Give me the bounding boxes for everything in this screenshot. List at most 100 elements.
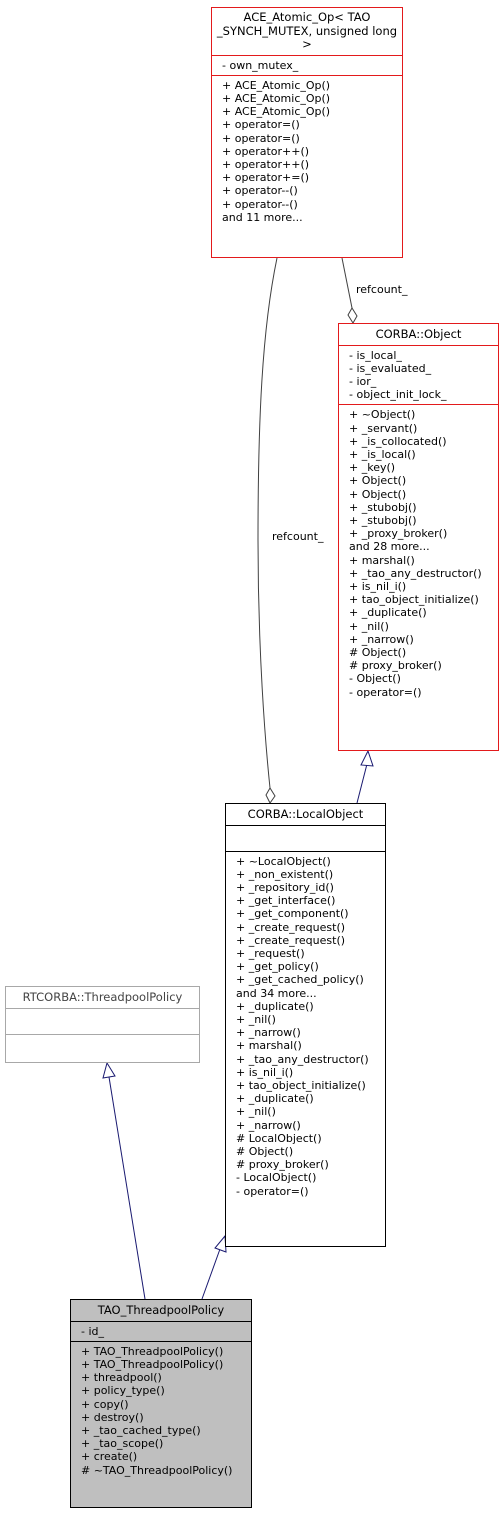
attributes-section [6,1007,199,1034]
member-item[interactable]: + operator--() [222,197,298,211]
member-item[interactable]: + _tao_any_destructor() [349,566,482,580]
member-item[interactable]: + Object() [349,487,407,501]
member-item[interactable]: + _nil() [236,1105,276,1119]
member-item[interactable]: - LocalObject() [236,1171,317,1185]
member-item[interactable]: + Object() [349,474,407,488]
attributes-section: - id_ [71,1320,251,1341]
inherit-arrow-rtcorba [102,1061,116,1079]
member-item[interactable]: - object_init_lock_ [349,388,447,402]
member-item[interactable]: - operator=() [236,1184,309,1198]
inherit-arrow-object [360,749,374,767]
member-item[interactable]: + ACE_Atomic_Op() [222,78,331,92]
member-item[interactable]: - Object() [349,672,401,686]
member-item[interactable]: + _repository_id() [236,880,334,894]
member-item[interactable]: # LocalObject() [236,1131,322,1145]
methods-section [6,1033,199,1060]
member-item[interactable]: + _tao_any_destructor() [236,1052,369,1066]
class-title: CORBA::LocalObject [247,807,364,821]
member-item[interactable]: # proxy_broker() [236,1158,329,1172]
member-item[interactable]: + _narrow() [349,632,414,646]
member-item[interactable]: + operator++() [222,157,310,171]
edge-tao-to-localobject [201,1248,221,1300]
class-title: CORBA::Object [375,327,462,341]
member-item[interactable]: + _stubobj() [349,500,417,514]
member-item[interactable]: + ACE_Atomic_Op() [222,91,331,105]
member-item[interactable]: + TAO_ThreadpoolPolicy() [81,1357,224,1371]
refcount-label-object: refcount_ [356,283,408,296]
member-item[interactable]: + operator+=() [222,171,310,185]
member-item[interactable]: - is_evaluated_ [349,361,432,375]
member-item[interactable]: + operator=() [222,131,300,145]
member-item[interactable]: + _stubobj() [349,513,417,527]
member-item[interactable]: + _proxy_broker() [349,527,448,541]
class-tao-threadpoolpolicy[interactable]: TAO_ThreadpoolPolicy - id_ + TAO_Threadp… [70,1299,252,1508]
member-item[interactable]: + create() [81,1450,138,1464]
member-item[interactable]: - id_ [81,1324,105,1338]
member-item[interactable]: # ~TAO_ThreadpoolPolicy() [81,1463,233,1477]
member-item[interactable]: - operator=() [349,685,422,699]
member-item[interactable]: + _request() [236,946,305,960]
member-item[interactable]: + tao_object_initialize() [349,593,479,607]
member-item[interactable]: + marshal() [236,1039,302,1053]
methods-section: + TAO_ThreadpoolPolicy()+ TAO_Threadpool… [71,1340,251,1480]
methods-section: + ~Object()+ _servant()+ _is_collocated(… [339,404,498,701]
edge-ace-to-localobject [257,257,278,789]
member-item[interactable]: and 11 more... [222,210,303,224]
member-item[interactable]: + TAO_ThreadpoolPolicy() [81,1344,224,1358]
member-item[interactable]: + destroy() [81,1410,144,1424]
class-title: ACE_Atomic_Op< TAO _SYNCH_MUTEX, unsigne… [216,10,398,51]
member-item[interactable]: + is_nil_i() [349,579,407,593]
member-item[interactable]: - is_local_ [349,348,402,362]
member-item[interactable]: + _get_cached_policy() [236,973,364,987]
member-item[interactable]: + operator++() [222,144,310,158]
member-item[interactable]: + ACE_Atomic_Op() [222,105,331,119]
edge-localobject-to-object [356,763,368,804]
member-item[interactable]: + _tao_cached_type() [81,1423,201,1437]
member-item[interactable]: + _create_request() [236,920,346,934]
member-item[interactable]: + _get_interface() [236,894,336,908]
member-item[interactable]: + _non_existent() [236,867,334,881]
member-item[interactable]: + ~LocalObject() [236,854,331,868]
member-item[interactable]: + _nil() [349,619,389,633]
methods-section: + ACE_Atomic_Op()+ ACE_Atomic_Op()+ ACE_… [212,74,402,227]
attributes-section: - own_mutex_ [212,54,402,75]
member-item[interactable]: # Object() [236,1144,294,1158]
member-item[interactable]: + is_nil_i() [236,1065,294,1079]
member-item[interactable]: - own_mutex_ [222,58,299,72]
member-item[interactable]: + _is_local() [349,447,416,461]
class-corba-localobject[interactable]: CORBA::LocalObject + ~LocalObject()+ _no… [225,803,386,1247]
member-item[interactable]: + _get_component() [236,907,349,921]
member-item[interactable]: + _narrow() [236,1026,301,1040]
member-item[interactable]: - ior_ [349,374,377,388]
member-item[interactable]: + _key() [349,461,396,475]
member-item[interactable]: + _narrow() [236,1118,301,1132]
class-rtcorba-threadpoolpolicy[interactable]: RTCORBA::ThreadpoolPolicy [5,986,200,1063]
member-item[interactable]: and 28 more... [349,540,430,554]
member-item[interactable]: + _nil() [236,1012,276,1026]
member-item[interactable]: + _create_request() [236,933,346,947]
aggregation-diamond-object [347,307,358,324]
member-item[interactable]: + _tao_scope() [81,1437,164,1451]
class-ace-atomic-op[interactable]: ACE_Atomic_Op< TAO _SYNCH_MUTEX, unsigne… [211,7,403,258]
member-item[interactable]: # proxy_broker() [349,659,442,673]
class-title: RTCORBA::ThreadpoolPolicy [22,990,183,1004]
member-item[interactable]: + _duplicate() [349,606,427,620]
member-item[interactable]: # Object() [349,645,407,659]
class-corba-object[interactable]: CORBA::Object - is_local_- is_evaluated_… [338,323,499,751]
attributes-section [226,824,385,851]
member-item[interactable]: + policy_type() [81,1384,165,1398]
member-item[interactable]: + _duplicate() [236,1092,314,1106]
class-title: TAO_ThreadpoolPolicy [97,1303,225,1317]
member-item[interactable]: and 34 more... [236,986,317,1000]
member-item[interactable]: + tao_object_initialize() [236,1078,366,1092]
member-item[interactable]: + _is_collocated() [349,434,447,448]
member-item[interactable]: + marshal() [349,553,415,567]
member-item[interactable]: + operator--() [222,184,298,198]
member-item[interactable]: + _get_policy() [236,960,319,974]
member-item[interactable]: + threadpool() [81,1371,162,1385]
member-item[interactable]: + operator=() [222,118,300,132]
member-item[interactable]: + _duplicate() [236,999,314,1013]
member-item[interactable]: + copy() [81,1397,129,1411]
member-item[interactable]: + _servant() [349,421,418,435]
member-item[interactable]: + ~Object() [349,408,416,422]
